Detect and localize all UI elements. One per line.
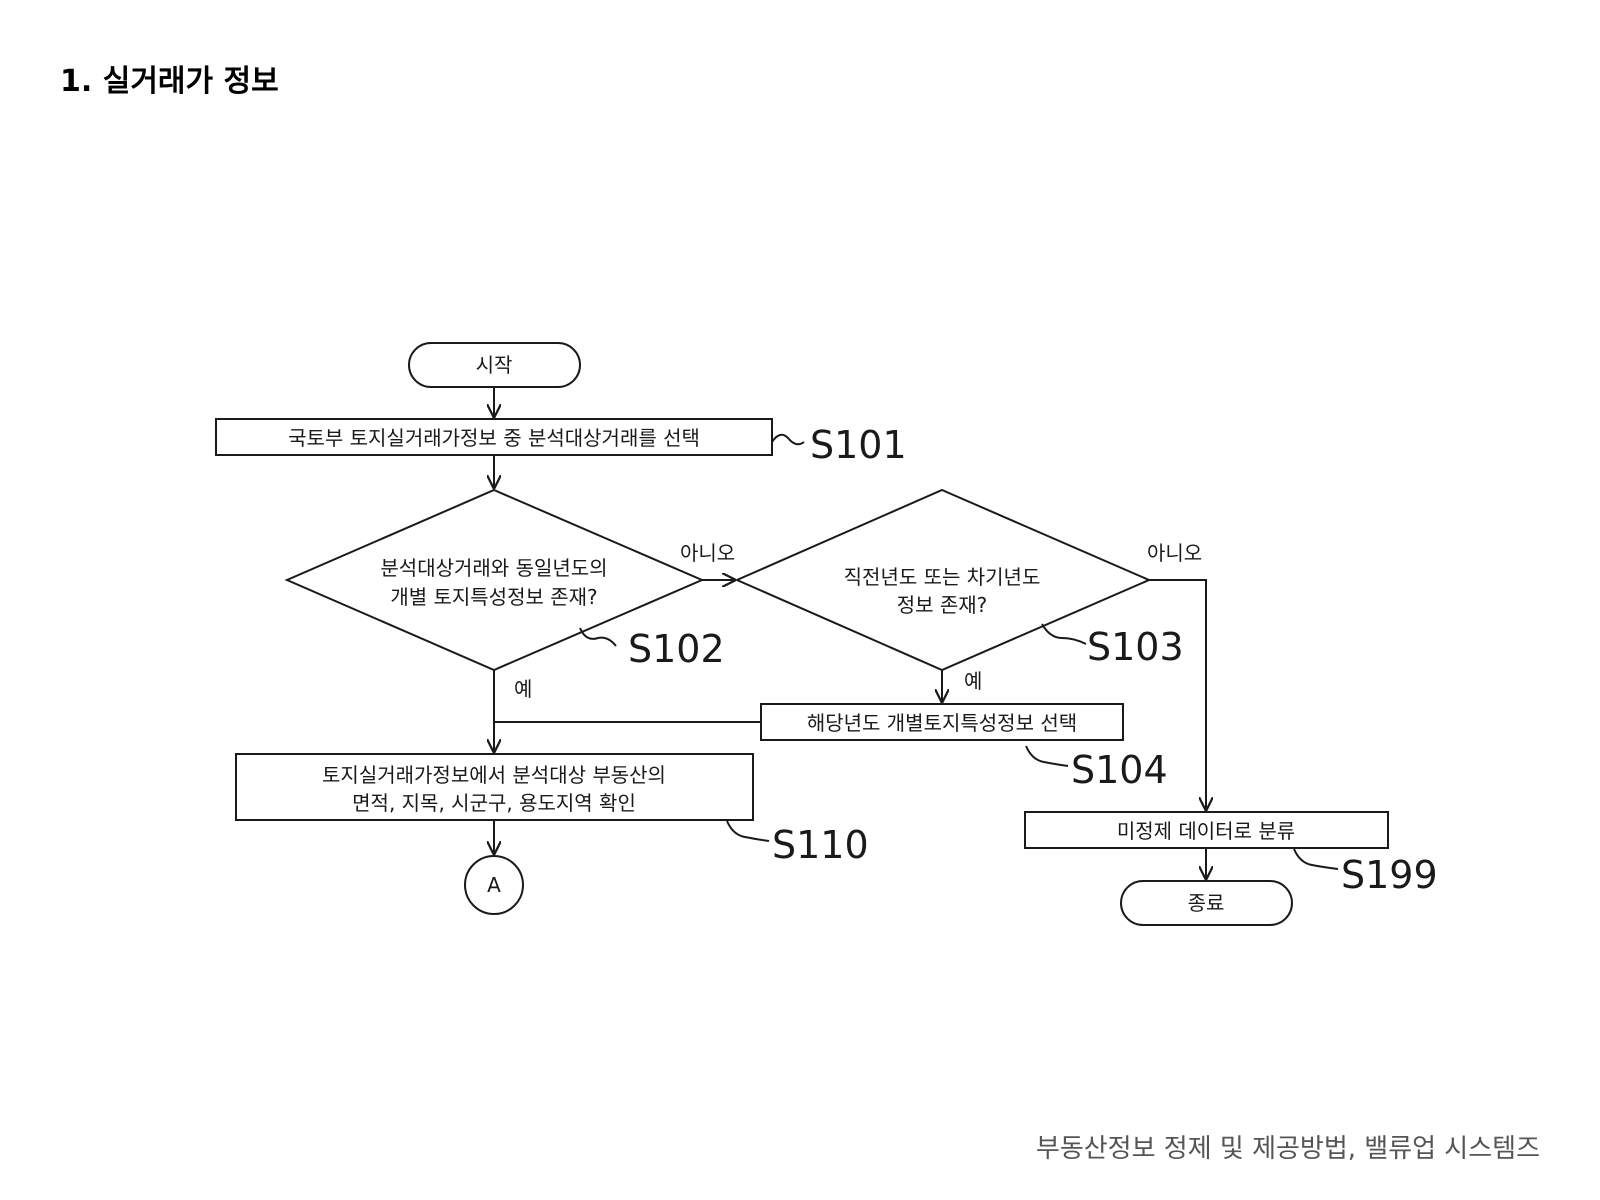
- start-terminal: 시작: [408, 342, 581, 388]
- s103-yes-label: 예: [964, 669, 982, 693]
- s199-leader: [1293, 848, 1339, 870]
- s110-text-line2: 면적, 지목, 시군구, 용도지역 확인: [352, 791, 636, 815]
- s103-step-id: S103: [1087, 625, 1184, 669]
- s104-text: 해당년도 개별토지특성정보 선택: [807, 711, 1077, 735]
- s102-step-id: S102: [628, 627, 725, 671]
- decision-s103: 직전년도 또는 차기년도 정보 존재? S103: [734, 488, 1184, 672]
- s103-text-line1: 직전년도 또는 차기년도: [844, 565, 1041, 589]
- s103-leader: [1041, 623, 1087, 645]
- process-s104: 해당년도 개별토지특성정보 선택 S104: [760, 703, 1168, 792]
- s102-leader: [579, 627, 617, 647]
- start-label: 시작: [476, 353, 513, 377]
- s102-yes-label: 예: [514, 677, 532, 701]
- s102-no-label: 아니오: [680, 541, 735, 565]
- s102-text-line2: 개별 토지특성정보 존재?: [390, 585, 597, 609]
- process-s101: 국토부 토지실거래가정보 중 분석대상거래를 선택 S101: [215, 418, 907, 467]
- s199-text: 미정제 데이터로 분류: [1117, 819, 1295, 843]
- s110-step-id: S110: [772, 823, 869, 867]
- footer-credit: 부동산정보 정제 및 제공방법, 밸류업 시스템즈: [1035, 1134, 1540, 1164]
- s110-leader: [726, 820, 770, 842]
- s101-leader: [771, 433, 805, 446]
- connector-s103-s199-no: [1149, 579, 1206, 811]
- connector-a-label: A: [487, 873, 501, 897]
- s103-text-line2: 정보 존재?: [897, 593, 988, 617]
- s104-step-id: S104: [1071, 748, 1168, 792]
- s199-step-id: S199: [1341, 853, 1438, 897]
- s102-text-line1: 분석대상거래와 동일년도의: [380, 556, 607, 580]
- process-s110: 토지실거래가정보에서 분석대상 부동산의 면적, 지목, 시군구, 용도지역 확…: [235, 753, 869, 867]
- page-title: 1. 실거래가 정보: [60, 64, 279, 99]
- process-s199: 미정제 데이터로 분류 S199: [1024, 811, 1438, 897]
- s101-text: 국토부 토지실거래가정보 중 분석대상거래를 선택: [288, 426, 700, 450]
- decision-s102: 분석대상거래와 동일년도의 개별 토지특성정보 존재? S102: [284, 488, 725, 672]
- off-page-connector-a: A: [464, 855, 524, 915]
- s104-leader: [1025, 745, 1069, 767]
- s101-step-id: S101: [810, 423, 907, 467]
- end-label: 종료: [1188, 891, 1225, 915]
- end-terminal: 종료: [1120, 880, 1293, 926]
- s110-text-line1: 토지실거래가정보에서 분석대상 부동산의: [322, 763, 666, 787]
- s103-no-label: 아니오: [1147, 541, 1202, 565]
